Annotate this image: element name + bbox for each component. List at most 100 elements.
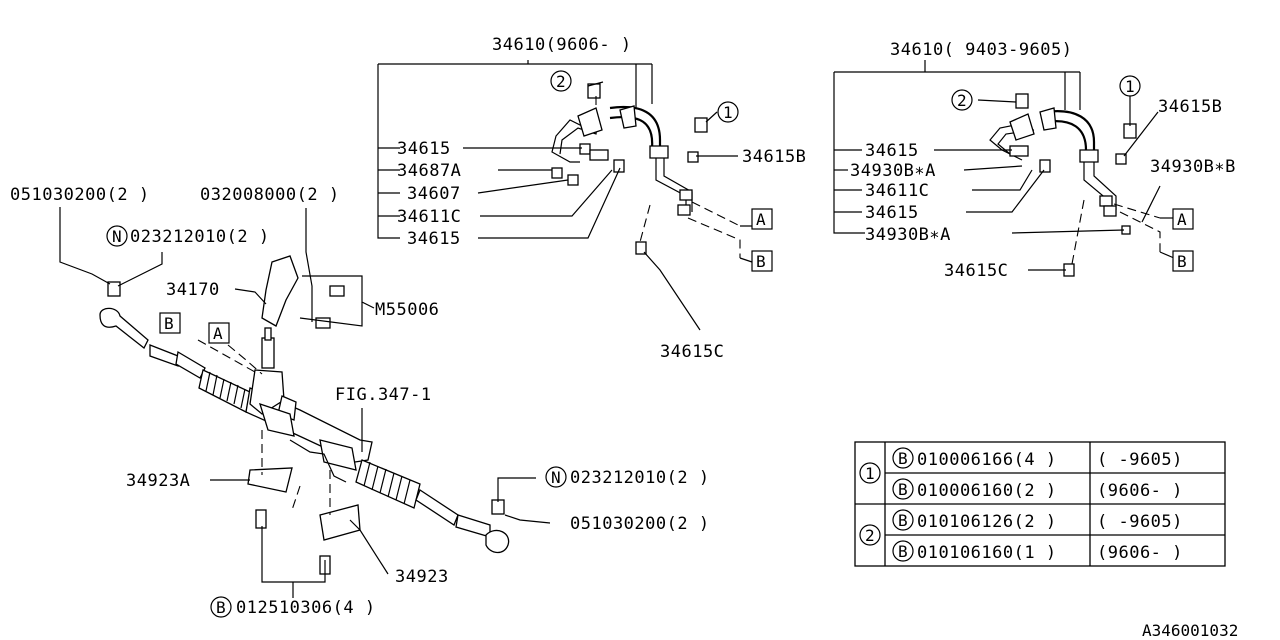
- rack-end-left: [149, 344, 179, 367]
- hose-assembly-new: [551, 83, 708, 255]
- steering-rack-assembly: [99, 255, 510, 575]
- svg-text:B: B: [216, 598, 226, 617]
- diagram-id: A346001032: [1142, 621, 1238, 640]
- castle-nut-right: [491, 499, 505, 515]
- label-34615C-b: 34615C: [944, 261, 1008, 281]
- part-labels: 34610(9606- ) 34610( 9403-9605) 34615 34…: [10, 35, 1238, 640]
- table-row: B 010106126(2 ) ( -9605): [892, 509, 1183, 532]
- svg-text:010006160(2 ): 010006160(2 ): [917, 481, 1057, 501]
- svg-text:N: N: [112, 227, 122, 246]
- callout-circle-B-bottom: B: [210, 596, 232, 618]
- left-leaders: [59, 207, 551, 598]
- table-group-2-marker: 2: [859, 524, 881, 546]
- clamp-34923: [319, 504, 361, 541]
- label-bolt-top: 032008000(2 ): [200, 185, 340, 205]
- label-bolt-left: 051030200(2 ): [10, 185, 150, 205]
- rack-rod-right: [415, 489, 459, 526]
- callout-box-A-left: A: [208, 322, 230, 344]
- svg-text:1: 1: [865, 464, 875, 483]
- svg-text:010106160(1 ): 010106160(1 ): [917, 543, 1057, 563]
- svg-text:A: A: [756, 210, 766, 229]
- valve-housing: [249, 369, 285, 415]
- fastener-table: 1 2 B 010006166(4 ) ( -9605) B 010006160…: [854, 441, 1226, 567]
- pinion-shaft: [261, 337, 275, 369]
- label-nut-left: 023212010(2 ): [130, 227, 270, 247]
- callout-circle-N-right: N: [545, 466, 567, 488]
- svg-text:(9606- ): (9606- ): [1097, 543, 1183, 563]
- callout-box-A-right: A: [1172, 208, 1194, 230]
- label-nut-right: 023212010(2 ): [570, 468, 710, 488]
- svg-text:( -9605): ( -9605): [1097, 512, 1183, 532]
- pinion-tip: [264, 327, 272, 341]
- label-34615B-a: 34615B: [742, 147, 806, 167]
- svg-text:A: A: [1177, 210, 1187, 229]
- label-34930BA-a: 34930B∗A: [850, 161, 936, 181]
- svg-text:B: B: [1177, 252, 1187, 271]
- label-34615B-b: 34615B: [1158, 97, 1222, 117]
- table-group-1-marker: 1: [859, 462, 881, 484]
- castle-nut-left: [107, 281, 121, 297]
- hose-old-leaders: [833, 60, 1175, 271]
- svg-text:B: B: [898, 542, 908, 561]
- svg-text:(9606- ): (9606- ): [1097, 481, 1183, 501]
- callout-box-B-mid: B: [751, 250, 773, 272]
- label-fig-347-1: FIG.347-1: [335, 385, 432, 405]
- callout-circle-2-mid: 2: [550, 70, 572, 92]
- label-34611C-a: 34611C: [397, 207, 461, 227]
- callout-circle-2-right: 2: [951, 89, 973, 111]
- svg-text:A: A: [213, 324, 223, 343]
- label-34615-a: 34615: [397, 139, 451, 159]
- tie-rod-end-right: [485, 529, 510, 554]
- bolt-left: [255, 509, 267, 529]
- label-34610-new: 34610(9606- ): [492, 35, 632, 55]
- svg-text:2: 2: [957, 91, 967, 110]
- rack-rod-left: [175, 350, 206, 379]
- bellows-right: [355, 459, 421, 509]
- label-34615-c: 34615: [865, 141, 919, 161]
- svg-text:( -9605): ( -9605): [1097, 450, 1183, 470]
- label-bolt-right: 051030200(2 ): [570, 514, 710, 534]
- label-34930BB: 34930B∗B: [1150, 157, 1236, 177]
- bellows-left: [198, 369, 251, 413]
- callout-box-B-left: B: [159, 312, 181, 334]
- label-bolt-bottom: 012510306(4 ): [236, 598, 376, 618]
- svg-text:2: 2: [865, 526, 875, 545]
- tie-rod-end-left: [99, 307, 149, 350]
- svg-text:B: B: [756, 252, 766, 271]
- svg-text:010006166(4 ): 010006166(4 ): [917, 450, 1057, 470]
- rack-housing: [245, 387, 373, 463]
- svg-text:N: N: [551, 468, 561, 487]
- clamp-34923A: [247, 467, 293, 493]
- label-34923: 34923: [395, 567, 449, 587]
- callout-box-A-mid: A: [751, 208, 773, 230]
- label-34607: 34607: [407, 184, 461, 204]
- label-34610-old: 34610( 9403-9605): [890, 40, 1073, 60]
- callout-circle-1-right: 1: [1119, 75, 1141, 97]
- label-34687A: 34687A: [397, 161, 461, 181]
- svg-text:1: 1: [723, 103, 733, 122]
- rack-end-right: [455, 514, 491, 538]
- svg-text:2: 2: [556, 72, 566, 91]
- svg-text:B: B: [898, 511, 908, 530]
- bracket-34170: [261, 255, 299, 327]
- hose-assembly-old: [989, 93, 1137, 277]
- svg-text:010106126(2 ): 010106126(2 ): [917, 512, 1057, 532]
- callout-circle-N-left: N: [106, 225, 128, 247]
- svg-text:B: B: [898, 449, 908, 468]
- mount-left: [259, 402, 295, 437]
- bolt-m55006-a: [329, 285, 345, 297]
- table-row: B 010006160(2 ) (9606- ): [892, 478, 1183, 501]
- callouts: A B A B A B 2 1: [106, 70, 1194, 618]
- hose-new-leaders: [377, 60, 760, 331]
- label-34170: 34170: [166, 280, 220, 300]
- bolt-m55006-b: [315, 317, 331, 329]
- label-34930BA-b: 34930B∗A: [865, 225, 951, 245]
- table-row: B 010106160(1 ) (9606- ): [892, 540, 1183, 563]
- label-34615C-a: 34615C: [660, 342, 724, 362]
- label-34923A: 34923A: [126, 471, 190, 491]
- table-row: B 010006166(4 ) ( -9605): [892, 447, 1183, 470]
- svg-text:1: 1: [1125, 77, 1135, 96]
- label-m55006: M55006: [375, 300, 439, 320]
